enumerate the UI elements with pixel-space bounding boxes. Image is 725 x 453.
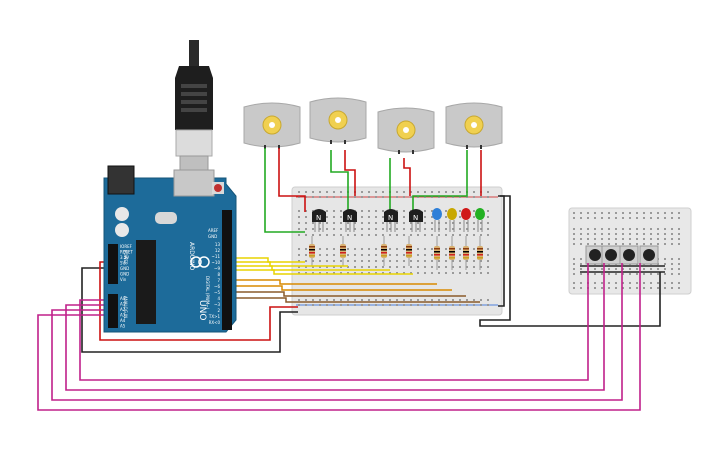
pin-label: ~11 [212, 254, 221, 259]
pin-label: 8 [217, 272, 220, 277]
pin-label: GND [120, 266, 129, 271]
led-yellow [447, 208, 457, 232]
dc-motor-3[interactable] [377, 107, 435, 154]
pin-label: RX<0 [209, 320, 221, 325]
dc-motor-4[interactable] [445, 102, 503, 149]
push-button-4[interactable] [639, 245, 659, 265]
aref-label: AREF [208, 228, 219, 233]
arduino-uno: UNO ARDUINO DIGITAL (PWM~) ANALOG IN POW… [103, 165, 237, 333]
pin-label: 3.3V [120, 255, 129, 260]
pin-label: A4 [120, 318, 126, 323]
pin-label: ~6 [214, 284, 220, 289]
pin-label: 4 [217, 296, 220, 301]
resistor-7[interactable] [463, 236, 469, 270]
power-jack [107, 165, 135, 195]
gnd-label: GND [208, 234, 217, 239]
pin-label: TX>1 [208, 314, 221, 319]
pin-label: 13 [215, 242, 221, 247]
usb-cable [175, 40, 213, 179]
pin-label: IOREF [120, 244, 133, 249]
arduino-brand-text: ARDUINO [188, 242, 195, 271]
crystal [155, 212, 177, 224]
pin-label: A1 [120, 302, 126, 307]
digital-section-label: DIGITAL (PWM~) [205, 276, 210, 310]
resistor-8[interactable] [477, 236, 483, 270]
reset-button[interactable] [214, 184, 222, 192]
resistors [309, 236, 483, 270]
pin-label: ~10 [212, 260, 221, 265]
leds [432, 208, 485, 232]
pin-label: GND [120, 272, 129, 277]
capacitor-1 [115, 207, 129, 221]
pin-label: ~3 [214, 302, 220, 307]
dc-motor-1[interactable] [243, 102, 301, 149]
pin-label: 7 [217, 278, 220, 283]
transistor-2[interactable]: N [343, 209, 357, 232]
button-breadboard [568, 207, 692, 295]
resistor-2[interactable] [340, 236, 346, 266]
push-button-3[interactable] [619, 245, 639, 265]
resistor-1[interactable] [309, 236, 315, 266]
pin-label: 2 [217, 308, 220, 313]
resistor-3[interactable] [381, 236, 387, 266]
power-section-label: POWER [123, 250, 128, 265]
pin-label: Vin [120, 277, 127, 282]
resistor-4[interactable] [406, 236, 412, 266]
digital-header [222, 210, 232, 330]
capacitor-2 [115, 223, 129, 237]
pin-label: A3 [120, 313, 126, 318]
transistor-label: N [388, 214, 393, 222]
resistor-6[interactable] [449, 236, 455, 270]
transistor-label: N [316, 214, 321, 222]
pin-label: A5 [120, 324, 126, 329]
pin-label: ~5 [214, 290, 220, 295]
transistor-label: N [347, 214, 352, 222]
pin-label: 5V [120, 261, 126, 266]
pin-label: A2 [120, 307, 126, 312]
push-button-1[interactable] [585, 245, 605, 265]
led-blue [432, 208, 442, 232]
transistor-label: N [413, 214, 418, 222]
power-header [108, 244, 118, 284]
power-wires [81, 195, 661, 353]
dc-motors [243, 97, 503, 154]
pin-label: ~9 [214, 266, 220, 271]
digital-signal-wires [230, 257, 480, 303]
led-red [461, 208, 471, 232]
push-button-2[interactable] [601, 245, 621, 265]
transistor-3[interactable]: N [384, 209, 398, 232]
resistor-5[interactable] [434, 236, 440, 270]
dc-motor-2[interactable] [309, 97, 367, 144]
analog-header [108, 294, 118, 328]
pin-label: A0 [120, 296, 126, 301]
transistor-1[interactable]: N [312, 209, 326, 232]
arduino-infinity-icon [190, 256, 202, 268]
microcontroller-chip [136, 240, 156, 324]
button-wires [37, 263, 641, 411]
transistor-4[interactable]: N [409, 209, 423, 232]
pin-label: 12 [215, 248, 221, 253]
analog-section-label: ANALOG IN [123, 296, 128, 318]
motor-wires [264, 148, 482, 233]
led-green [475, 208, 485, 232]
usb-port [173, 169, 215, 197]
pin-label: RESET [120, 250, 133, 255]
arduino-logo-text: UNO [197, 300, 207, 320]
